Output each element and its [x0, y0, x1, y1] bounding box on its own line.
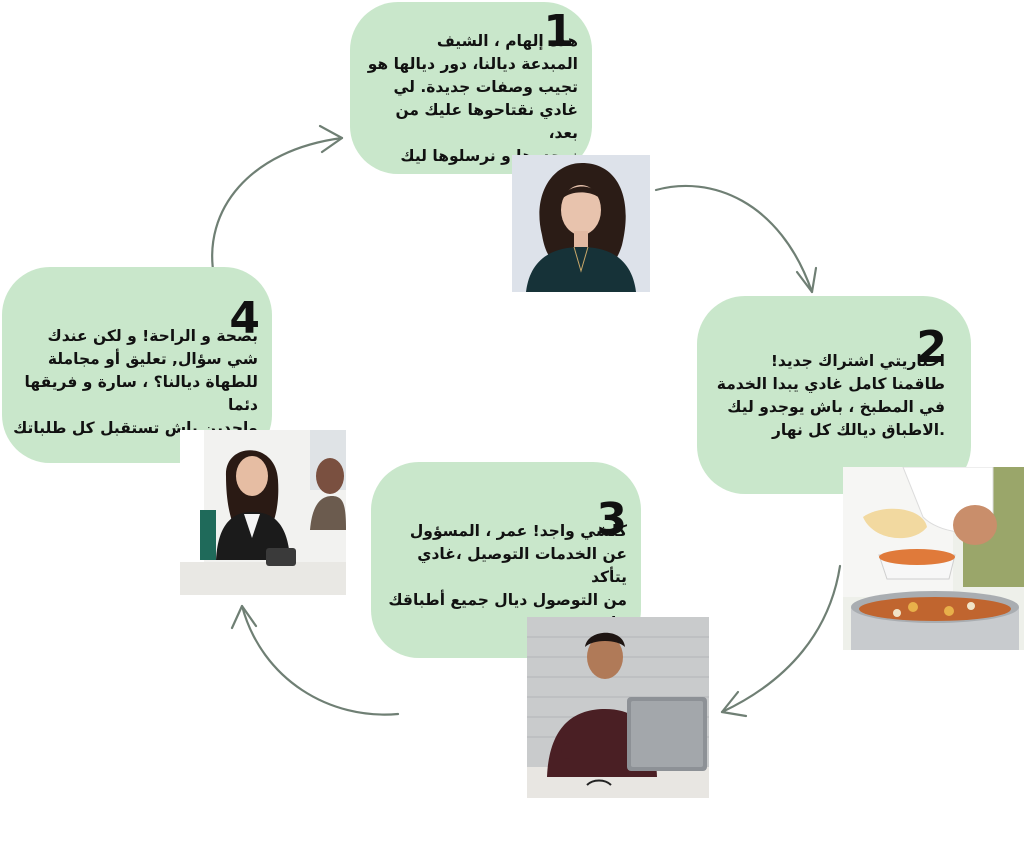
cooking-pot-photo [843, 467, 1024, 650]
step-4-text: بصحة و الراحة! و لكن عندك شي سؤال, تعليق… [13, 327, 258, 437]
arrow-2-to-3-head [720, 690, 748, 718]
arrow-1-to-2-head [795, 266, 818, 294]
chef-portrait-photo [512, 155, 650, 292]
arrow-4-to-1-head [318, 124, 344, 154]
arrow-4-to-1 [211, 136, 344, 278]
step-4-number: 4 [229, 293, 260, 344]
step-1-bubble: 1 هذه إلهام ، الشيف المبدعة ديالنا، دور … [350, 2, 592, 174]
step-1-text: هذه إلهام ، الشيف المبدعة ديالنا، دور دي… [367, 32, 578, 165]
arrow-3-to-4 [240, 604, 400, 716]
delivery-man-photo [527, 617, 709, 798]
step-2-number: 2 [916, 322, 947, 373]
arrow-1-to-2 [654, 184, 814, 294]
step-1-number: 1 [543, 6, 574, 57]
arrow-3-to-4-head [230, 604, 258, 630]
support-team-photo [180, 430, 346, 595]
step-2-text: اختاريتي اشتراك جديد! طاقمنا كامل غادي ي… [716, 352, 945, 439]
step-2-bubble: 2 اختاريتي اشتراك جديد! طاقمنا كامل غادي… [697, 296, 971, 494]
step-3-number: 3 [596, 494, 627, 545]
arrow-2-to-3 [720, 564, 842, 714]
